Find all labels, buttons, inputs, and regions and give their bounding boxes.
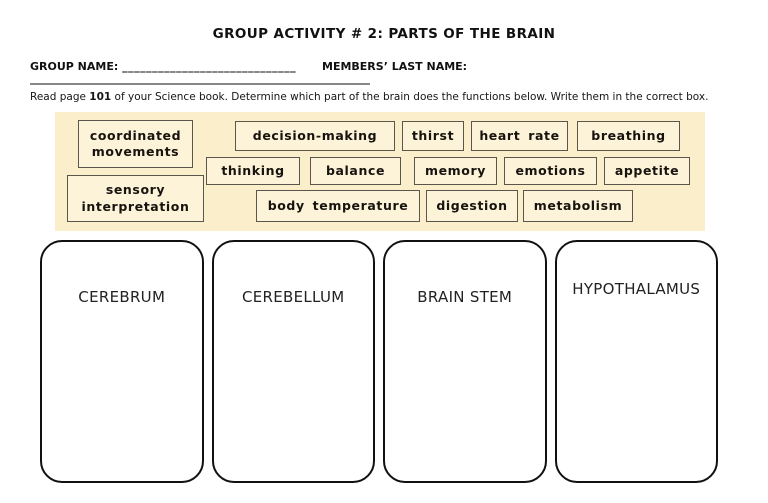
answer-box-brain-stem: BRAIN STEM: [383, 240, 547, 483]
page-title: GROUP ACTIVITY # 2: PARTS OF THE BRAIN: [212, 26, 556, 42]
header-row: GROUP NAME: ____________________________…: [30, 60, 738, 74]
group-name-line: GROUP NAME: ____________________________…: [30, 60, 296, 73]
answer-box-cerebrum: CEREBRUM: [40, 240, 204, 483]
box-label-cerebrum: CEREBRUM: [78, 288, 166, 306]
page-number: 101: [89, 91, 112, 103]
word-tile-body-temperature: body temperature: [256, 190, 420, 222]
instruction-prefix: Read page: [30, 91, 90, 103]
word-tile-emotions: emotions: [504, 157, 597, 185]
word-tile-sensory-interpretation: sensory interpretation: [67, 175, 204, 222]
members-last-name-label: MEMBERS’ LAST NAME:: [322, 60, 468, 73]
answer-boxes-row: CEREBRUM CEREBELLUM BRAIN STEM HYPOTHALA…: [40, 240, 718, 483]
word-tile-coordinated-movements: coordinated movements: [78, 120, 193, 168]
word-tile-appetite: appetite: [604, 157, 690, 185]
word-tile-breathing: breathing: [577, 121, 680, 151]
instruction-text: Read page 101 of your Science book. Dete…: [30, 91, 748, 103]
box-label-hypothalamus: HYPOTHALAMUS: [572, 280, 701, 298]
members-blank-line: ________________________________________…: [30, 72, 370, 85]
word-tile-metabolism: metabolism: [523, 190, 633, 222]
word-bank-banner: coordinated movements decision-making th…: [55, 112, 705, 231]
answer-box-cerebellum: CEREBELLUM: [211, 240, 375, 483]
word-tile-thirst: thirst: [402, 121, 464, 151]
word-tile-memory: memory: [414, 157, 497, 185]
answer-box-hypothalamus: HYPOTHALAMUS: [554, 240, 718, 483]
word-tile-thinking: thinking: [206, 157, 300, 185]
word-tile-balance: balance: [310, 157, 401, 185]
box-label-brain-stem: BRAIN STEM: [417, 288, 513, 306]
word-tile-digestion: digestion: [426, 190, 518, 222]
box-label-cerebellum: CEREBELLUM: [241, 288, 345, 306]
instruction-suffix: of your Science book. Determine which pa…: [111, 91, 709, 103]
word-tile-heart-rate: heart rate: [471, 121, 568, 151]
group-name-blank: _____________________________: [122, 60, 297, 73]
word-tile-decision-making: decision-making: [235, 121, 395, 151]
group-name-label: GROUP NAME:: [30, 60, 119, 73]
